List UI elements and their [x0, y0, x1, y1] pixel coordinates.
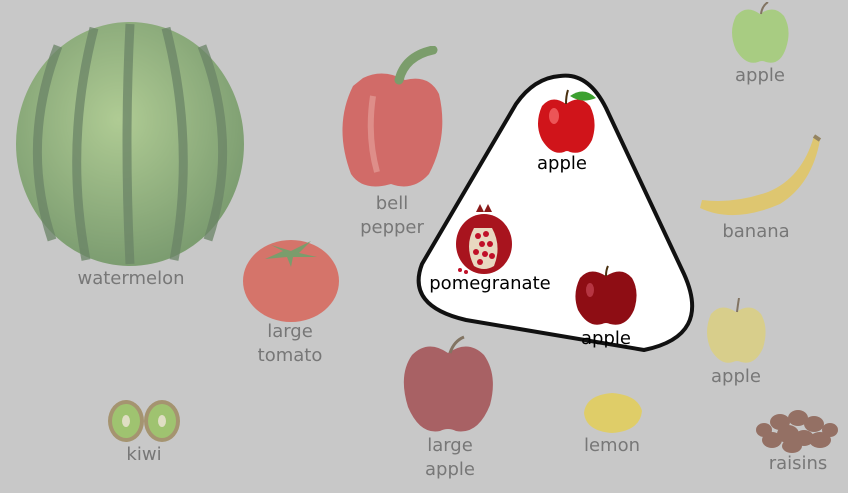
pomegranate-icon: [452, 202, 516, 276]
watermelon-item[interactable]: [14, 18, 250, 270]
large-apple-label: large apple: [400, 434, 500, 482]
raisins-icon: [752, 404, 842, 456]
title-fragment-glyphs: [232, 0, 312, 10]
green-apple-label: apple: [720, 64, 800, 88]
kiwi-icon: [106, 398, 184, 444]
dark-red-apple-icon: [572, 264, 642, 328]
kiwi-item[interactable]: [106, 398, 184, 444]
selected-pomegranate-label: pomegranate: [420, 272, 560, 296]
banana-label: banana: [716, 220, 796, 244]
green-apple-item[interactable]: [728, 2, 792, 66]
yellow-apple-item[interactable]: [703, 298, 769, 368]
selected-apple-top[interactable]: [536, 88, 598, 156]
green-apple-icon: [728, 2, 792, 66]
large-tomato-label: large tomato: [240, 320, 340, 368]
yellow-apple-label: apple: [696, 365, 776, 389]
selected-pomegranate[interactable]: [452, 202, 516, 276]
large-tomato-item[interactable]: [241, 227, 341, 323]
title-fragment: [232, 0, 312, 10]
selected-apple-bottom-label: apple: [566, 327, 646, 351]
banana-item[interactable]: [694, 134, 826, 224]
raisins-label: raisins: [758, 452, 838, 476]
banana-icon: [694, 134, 826, 224]
kiwi-label: kiwi: [104, 443, 184, 467]
lemon-icon: [578, 389, 648, 437]
selected-apple-bottom[interactable]: [572, 264, 642, 328]
lemon-item[interactable]: [578, 389, 648, 437]
selected-apple-top-label: apple: [522, 152, 602, 176]
watermelon-icon: [14, 18, 250, 270]
yellow-apple-icon: [703, 298, 769, 368]
red-apple-icon: [536, 88, 598, 156]
raisins-item[interactable]: [752, 404, 842, 456]
tomato-icon: [241, 227, 341, 323]
watermelon-label: watermelon: [60, 267, 202, 291]
lemon-label: lemon: [572, 434, 652, 458]
